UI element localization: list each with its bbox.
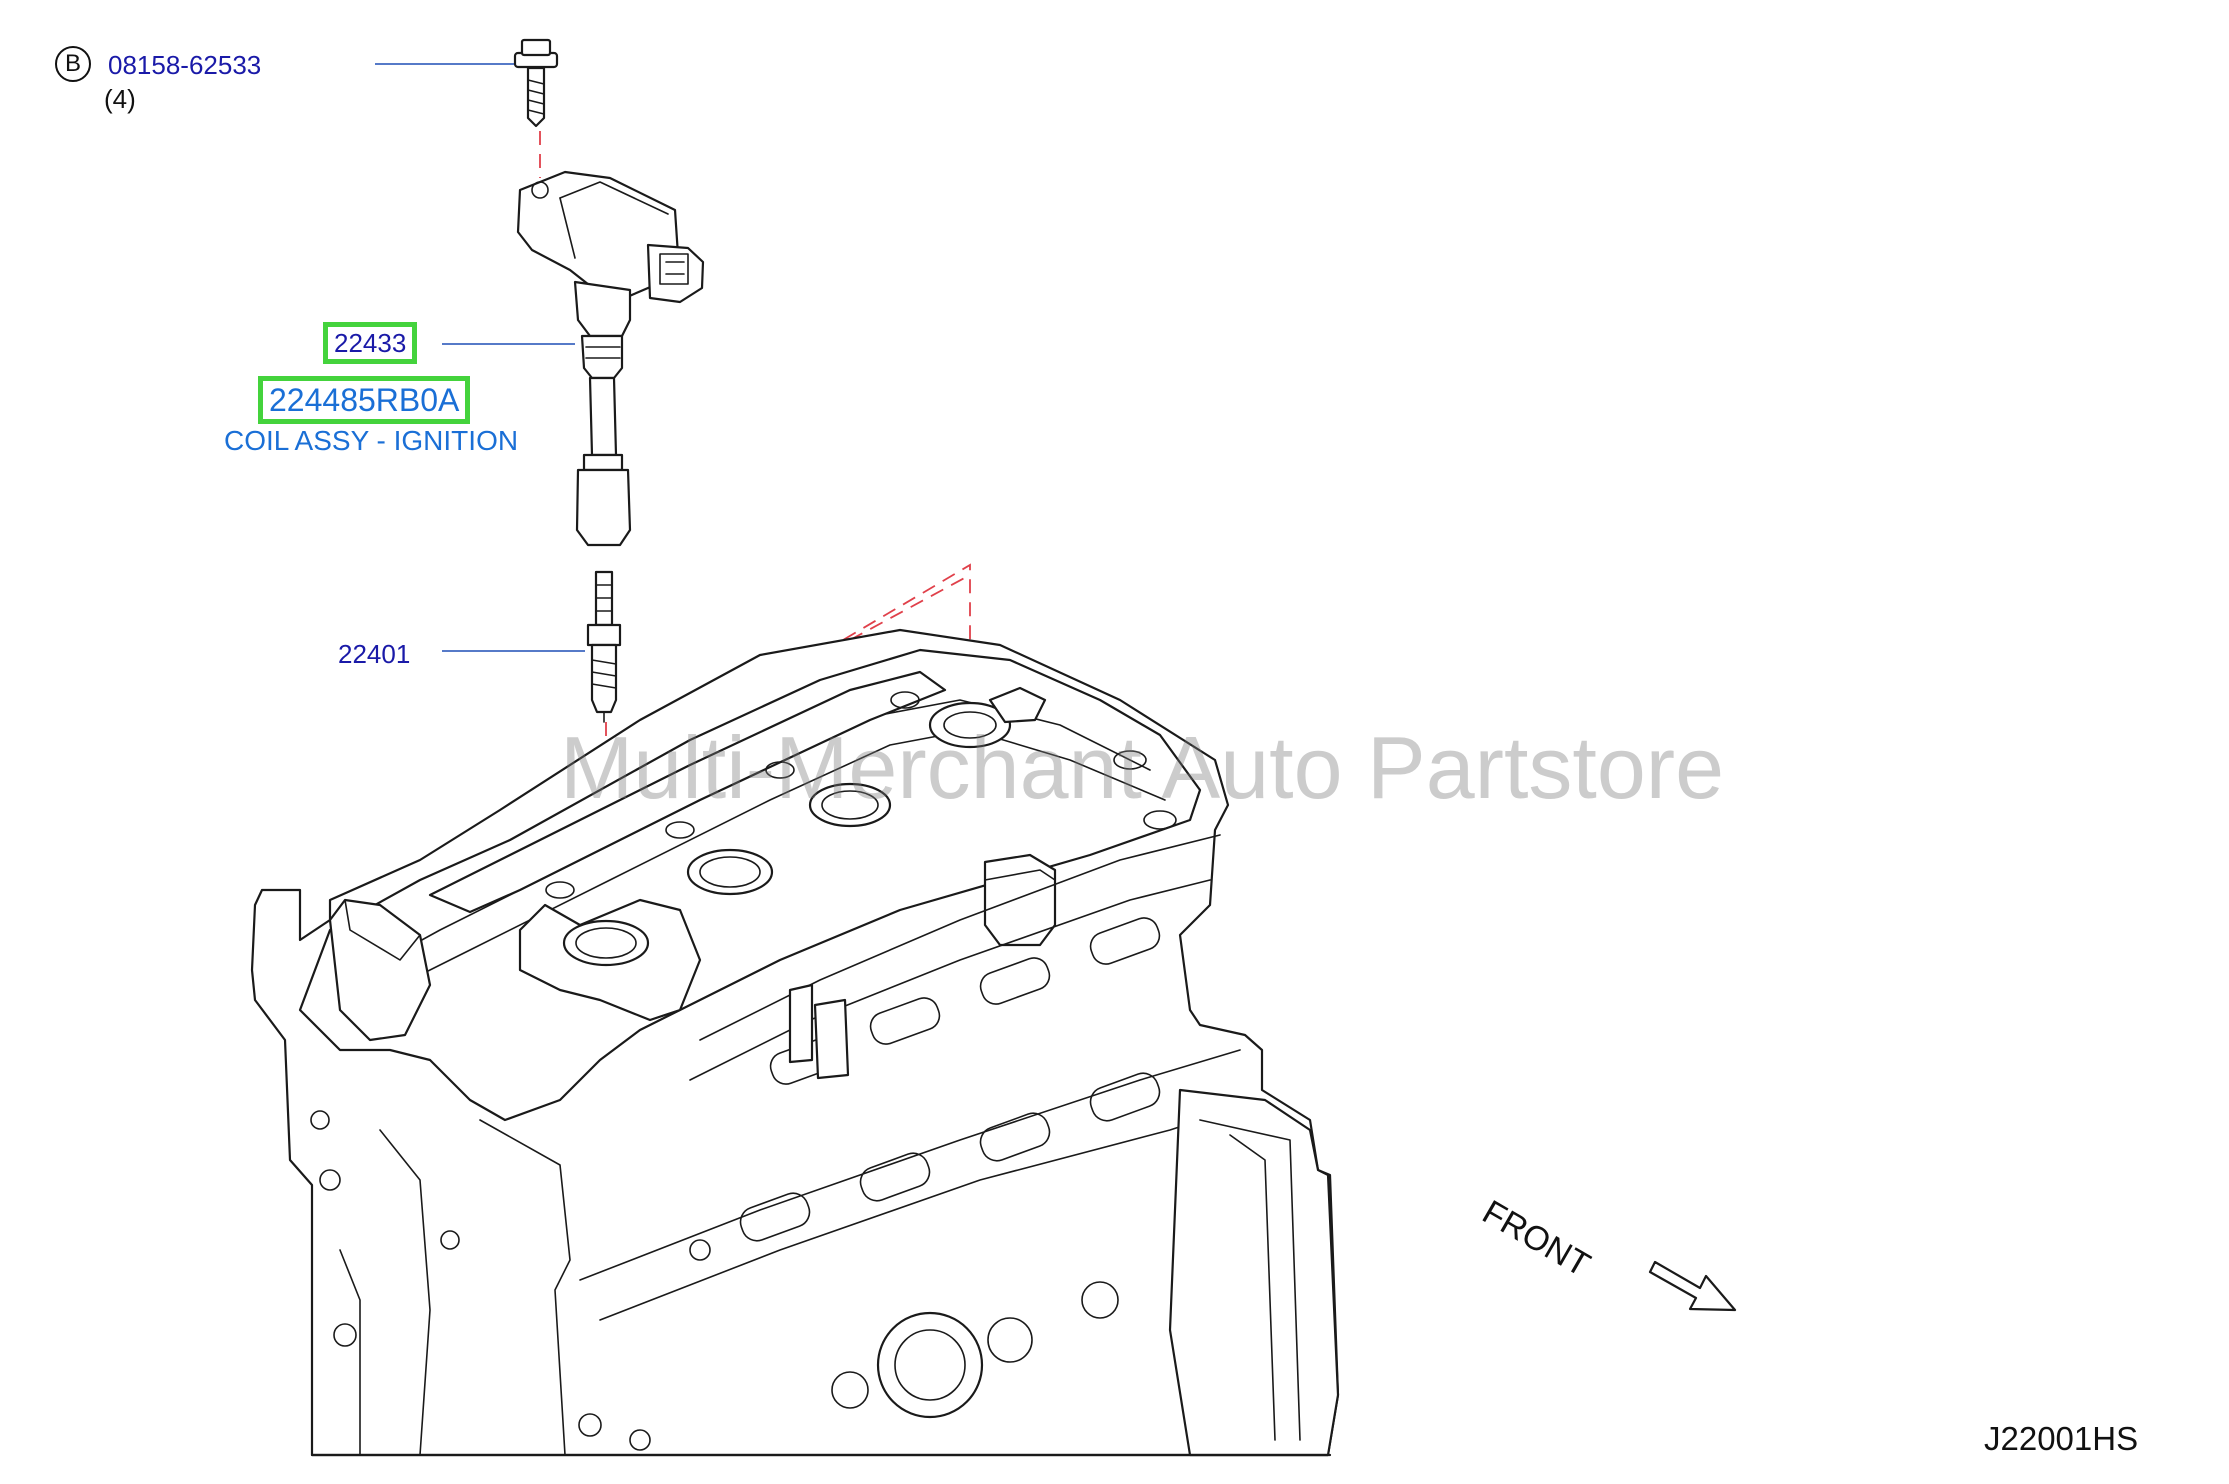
- spark-plug-icon: [586, 570, 622, 723]
- bolt-quantity: (4): [104, 84, 136, 114]
- engine-illustration-icon: [250, 628, 1340, 1457]
- bolt-icon: [513, 38, 559, 128]
- coil-part-number-link[interactable]: 22433: [323, 322, 418, 364]
- diagram-code: J22001HS: [1984, 1420, 2139, 1457]
- coil-oem-number-link[interactable]: 224485RB0A: [258, 376, 471, 424]
- spark-plug-part-number-link[interactable]: 22401: [338, 639, 411, 669]
- direction-arrow-icon: [1648, 1260, 1737, 1312]
- watermark: Multi-Merchant Auto Partstore: [560, 718, 1725, 817]
- ignition-coil-icon: [516, 170, 705, 547]
- bolt-part-number-link[interactable]: 08158-62533: [108, 50, 262, 80]
- coil-description-link[interactable]: COIL ASSY - IGNITION: [224, 425, 519, 456]
- bolt-marker-badge: B: [55, 46, 91, 82]
